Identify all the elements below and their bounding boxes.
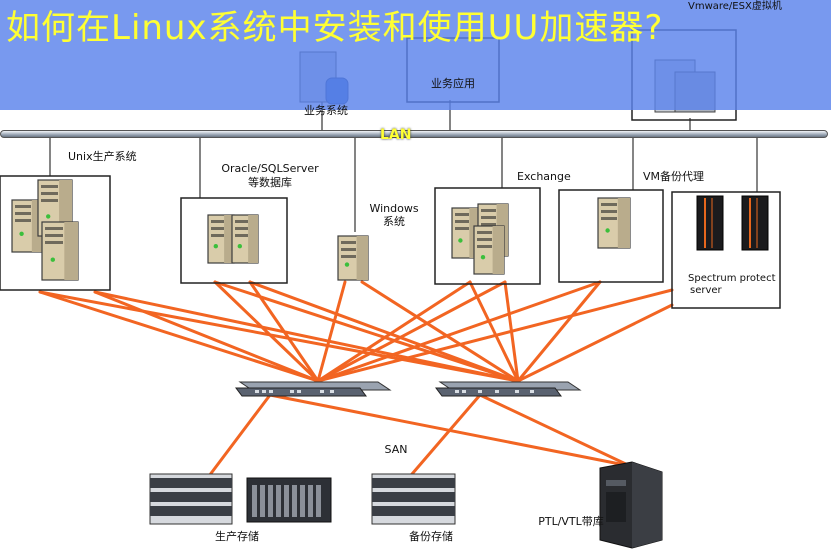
orange-links [38, 280, 674, 490]
page-title: 如何在Linux系统中安装和使用UU加速器? [6, 8, 664, 48]
exchange-label: Exchange [517, 170, 571, 183]
biz-system-label: 业务系统 [304, 104, 348, 117]
spectrum-label-2: server [690, 285, 722, 296]
ptl-label: PTL/VTL带库 [538, 515, 604, 528]
backup-storage-label: 备份存储 [409, 530, 453, 543]
windows-label: Windows [369, 202, 419, 215]
unix-server-3-icon [41, 221, 79, 281]
spectrum-rack-1-icon [696, 195, 724, 251]
title-banner [0, 0, 831, 110]
vmproxy-server-icon [597, 197, 631, 249]
unix-box [0, 175, 111, 291]
windows-server-icon [337, 235, 369, 281]
vm-proxy-label: VM备份代理 [643, 170, 705, 183]
oracle-server-1-icon [207, 214, 235, 264]
prod-storage-label: 生产存储 [215, 530, 259, 543]
spectrum-label-1: Spectrum protect [688, 273, 776, 284]
spectrum-rack-2-icon [741, 195, 769, 251]
lan-backbone [0, 130, 828, 138]
lan-label: LAN [380, 127, 412, 143]
spectrum-box [671, 191, 781, 309]
vmproxy-box [558, 189, 664, 283]
backup-storage-array-icon [371, 473, 456, 525]
oracle-sub-label: 等数据库 [248, 176, 292, 189]
oracle-server-2-icon [231, 214, 259, 264]
oracle-label: Oracle/SQLServer [221, 162, 319, 175]
unix-label: Unix生产系统 [68, 150, 137, 163]
vm-host-label: Vmware/ESX虚拟机 [688, 1, 782, 12]
oracle-box [180, 197, 288, 284]
prod-storage-array-2-icon [246, 477, 332, 523]
exchange-server-3-icon [473, 225, 505, 275]
san-switch-right [435, 381, 582, 397]
san-label: SAN [384, 443, 408, 456]
windows-sub-label: 系统 [383, 215, 405, 228]
biz-app-label: 业务应用 [431, 77, 475, 90]
exchange-box [434, 187, 541, 285]
prod-storage-array-1-icon [149, 473, 233, 525]
san-switch-left [235, 381, 392, 397]
tape-library-icon [599, 461, 663, 549]
